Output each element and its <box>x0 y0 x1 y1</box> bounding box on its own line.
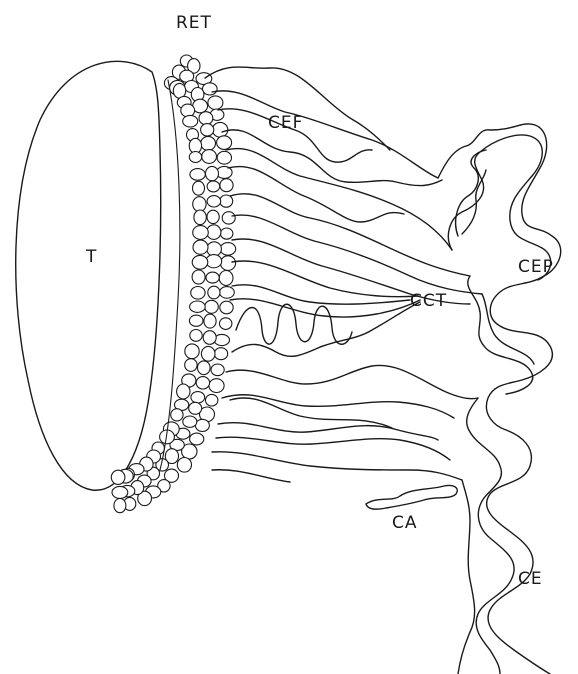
rete-cell <box>220 318 232 330</box>
rete-cell <box>193 181 205 195</box>
rete-cell <box>111 470 125 484</box>
rete-cell <box>193 240 208 254</box>
rete-cell <box>206 394 218 406</box>
convoluted-duct <box>438 124 561 674</box>
rete-cell <box>220 179 233 192</box>
rete-cell <box>217 151 231 164</box>
rete-cell <box>194 210 206 225</box>
rete-cell <box>189 152 201 163</box>
rete-cell <box>193 197 206 212</box>
rete-cell <box>177 384 190 399</box>
rete-cell <box>114 499 126 513</box>
rete-cell <box>207 210 219 223</box>
rete-cell-layer <box>111 55 235 513</box>
rete-cell <box>204 314 216 328</box>
rete-cell <box>183 115 198 127</box>
rete-cell <box>207 242 222 256</box>
label-ret: RET <box>176 13 212 33</box>
rete-cell <box>217 136 232 150</box>
rete-cell <box>192 255 208 269</box>
rete-cell <box>189 402 202 414</box>
rete-cell <box>203 331 216 345</box>
rete-cell <box>220 195 233 207</box>
rete-cell <box>209 379 224 393</box>
rete-cell <box>183 416 197 427</box>
rete-cell <box>181 104 195 117</box>
label-cct: CCT <box>410 291 447 311</box>
ca-structure <box>366 485 457 509</box>
rete-cell <box>190 330 202 342</box>
rete-cell <box>203 83 218 95</box>
rete-cell <box>220 256 235 271</box>
rete-cell <box>198 361 211 375</box>
rete-cell <box>212 122 227 137</box>
rete-cell <box>202 150 217 164</box>
rete-cell <box>195 419 209 431</box>
rete-cell <box>190 301 206 312</box>
rete-cell <box>220 287 235 299</box>
rete-cell <box>201 124 214 136</box>
efferent-tubules <box>205 67 482 482</box>
rete-cell <box>201 346 215 361</box>
rete-cell <box>201 136 216 150</box>
rete-cell <box>205 300 219 313</box>
label-cef: CEF <box>268 113 303 133</box>
label-ca: CA <box>392 513 418 533</box>
rete-cell <box>222 212 235 224</box>
rete-cell <box>177 458 191 473</box>
label-t: T <box>85 247 97 267</box>
rete-cell <box>206 272 219 283</box>
rete-cell <box>219 271 233 286</box>
rete-cell <box>196 377 209 389</box>
rete-cell <box>190 433 204 445</box>
rete-cell <box>208 286 220 299</box>
rete-cell <box>211 364 224 376</box>
rete-cell <box>206 255 222 268</box>
rete-cell <box>199 112 213 125</box>
rete-cell <box>191 287 205 300</box>
label-ce: CE <box>518 569 543 589</box>
rete-cell <box>207 196 221 207</box>
rete-cell <box>220 243 236 256</box>
rete-cell <box>207 181 220 192</box>
rete-cell <box>190 169 205 181</box>
rete-cell <box>193 226 209 240</box>
rete-cell <box>220 301 233 314</box>
rete-cell <box>189 315 203 326</box>
rete-cell <box>191 392 205 403</box>
label-cep: CEP <box>518 257 554 277</box>
rete-cell <box>171 409 183 421</box>
rete-cell <box>221 228 233 239</box>
rete-cell <box>206 166 219 180</box>
rete-cell <box>185 359 197 372</box>
rete-cell <box>214 348 227 360</box>
rete-cell <box>192 270 205 284</box>
rete-cell <box>112 486 128 498</box>
central-body-outline <box>16 61 161 490</box>
rete-cell <box>185 344 199 359</box>
rete-cell <box>208 96 223 110</box>
